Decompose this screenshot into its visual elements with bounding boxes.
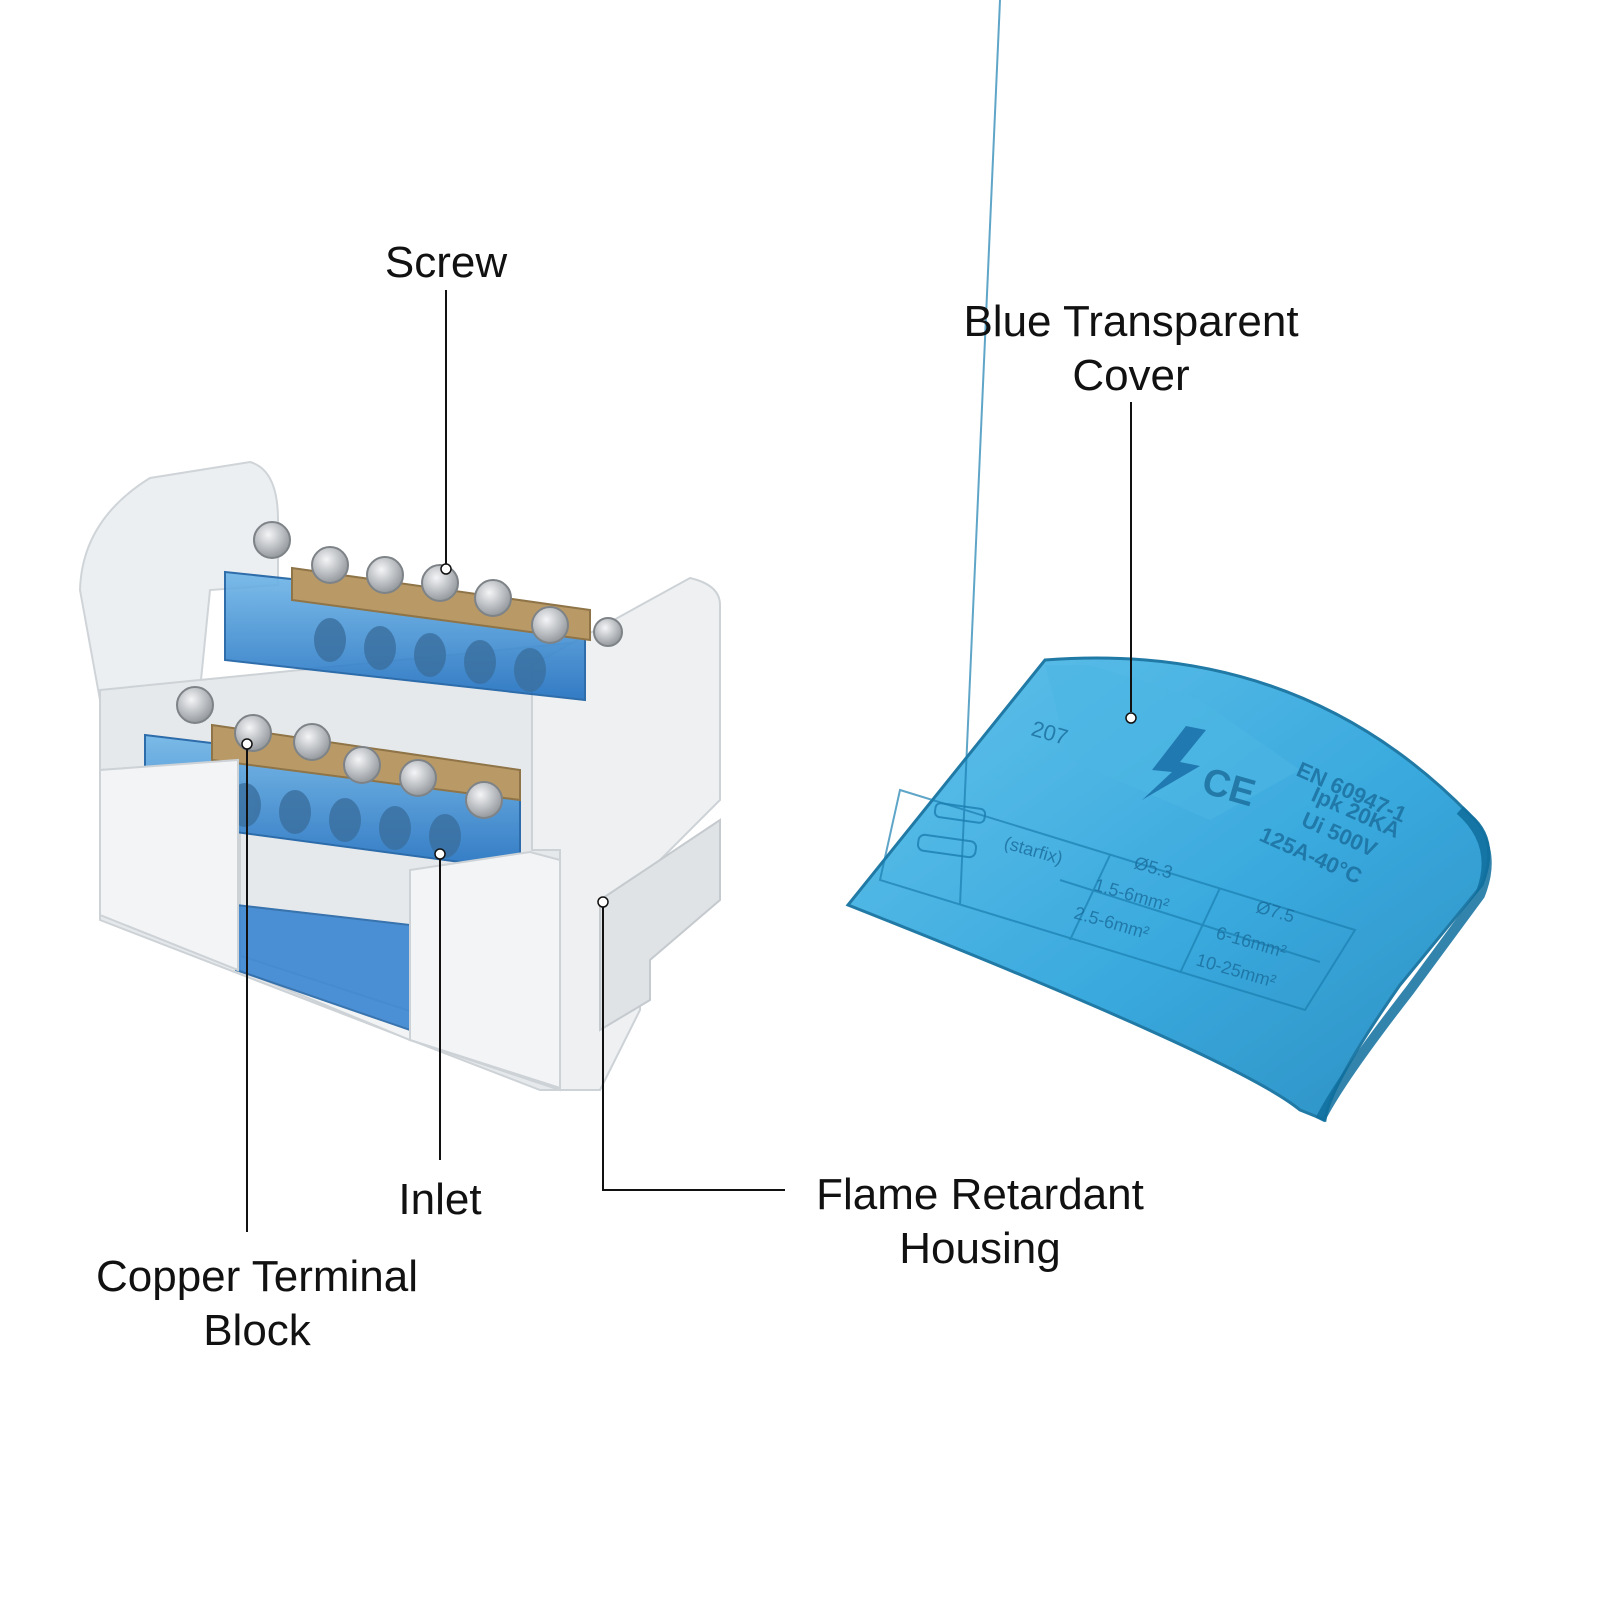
lower-inlets — [229, 783, 461, 858]
inlet-dot — [434, 848, 446, 860]
leader-lines — [246, 290, 1132, 1232]
leader-dots — [241, 563, 1137, 908]
housing-front-left-panel — [99, 758, 239, 972]
housing-leader — [602, 903, 785, 1191]
housing-front-right-panel — [409, 850, 561, 1090]
housing-right-wall — [531, 576, 721, 1091]
copper-dot — [241, 738, 253, 750]
inlet-label: Inlet — [398, 1175, 482, 1224]
lightning-bolt-icon — [1142, 726, 1206, 800]
upper-inlets — [314, 618, 546, 692]
screw-label: Screw — [384, 238, 508, 287]
screw-dot — [440, 563, 452, 575]
blue-transparent-cover: 207 CE EN 60947-1 Ipk 20KA Ui 500V 125A-… — [845, 0, 1492, 1123]
cover-dot — [1125, 712, 1137, 724]
cover-curved-edge — [1315, 806, 1492, 1123]
cover-embossed-table — [878, 0, 1357, 1012]
din-rail-clip — [599, 818, 721, 1032]
lower-screws — [176, 686, 503, 819]
terminal-block — [78, 460, 721, 1092]
flame-retardant-housing-label: Flame Retardant Housing — [816, 1170, 1144, 1273]
ferrule-icons — [916, 802, 987, 859]
housing-left-endcap — [78, 460, 279, 702]
housing-dot — [597, 896, 609, 908]
cover-inner-recess — [1045, 665, 1300, 820]
cover-label: Blue Transparent Cover — [963, 297, 1299, 400]
copper-terminal-block-label: Copper Terminal Block — [95, 1252, 418, 1355]
front-cover-tab — [235, 903, 411, 1032]
cover-shell — [845, 656, 1491, 1123]
upper-screws — [253, 521, 623, 647]
